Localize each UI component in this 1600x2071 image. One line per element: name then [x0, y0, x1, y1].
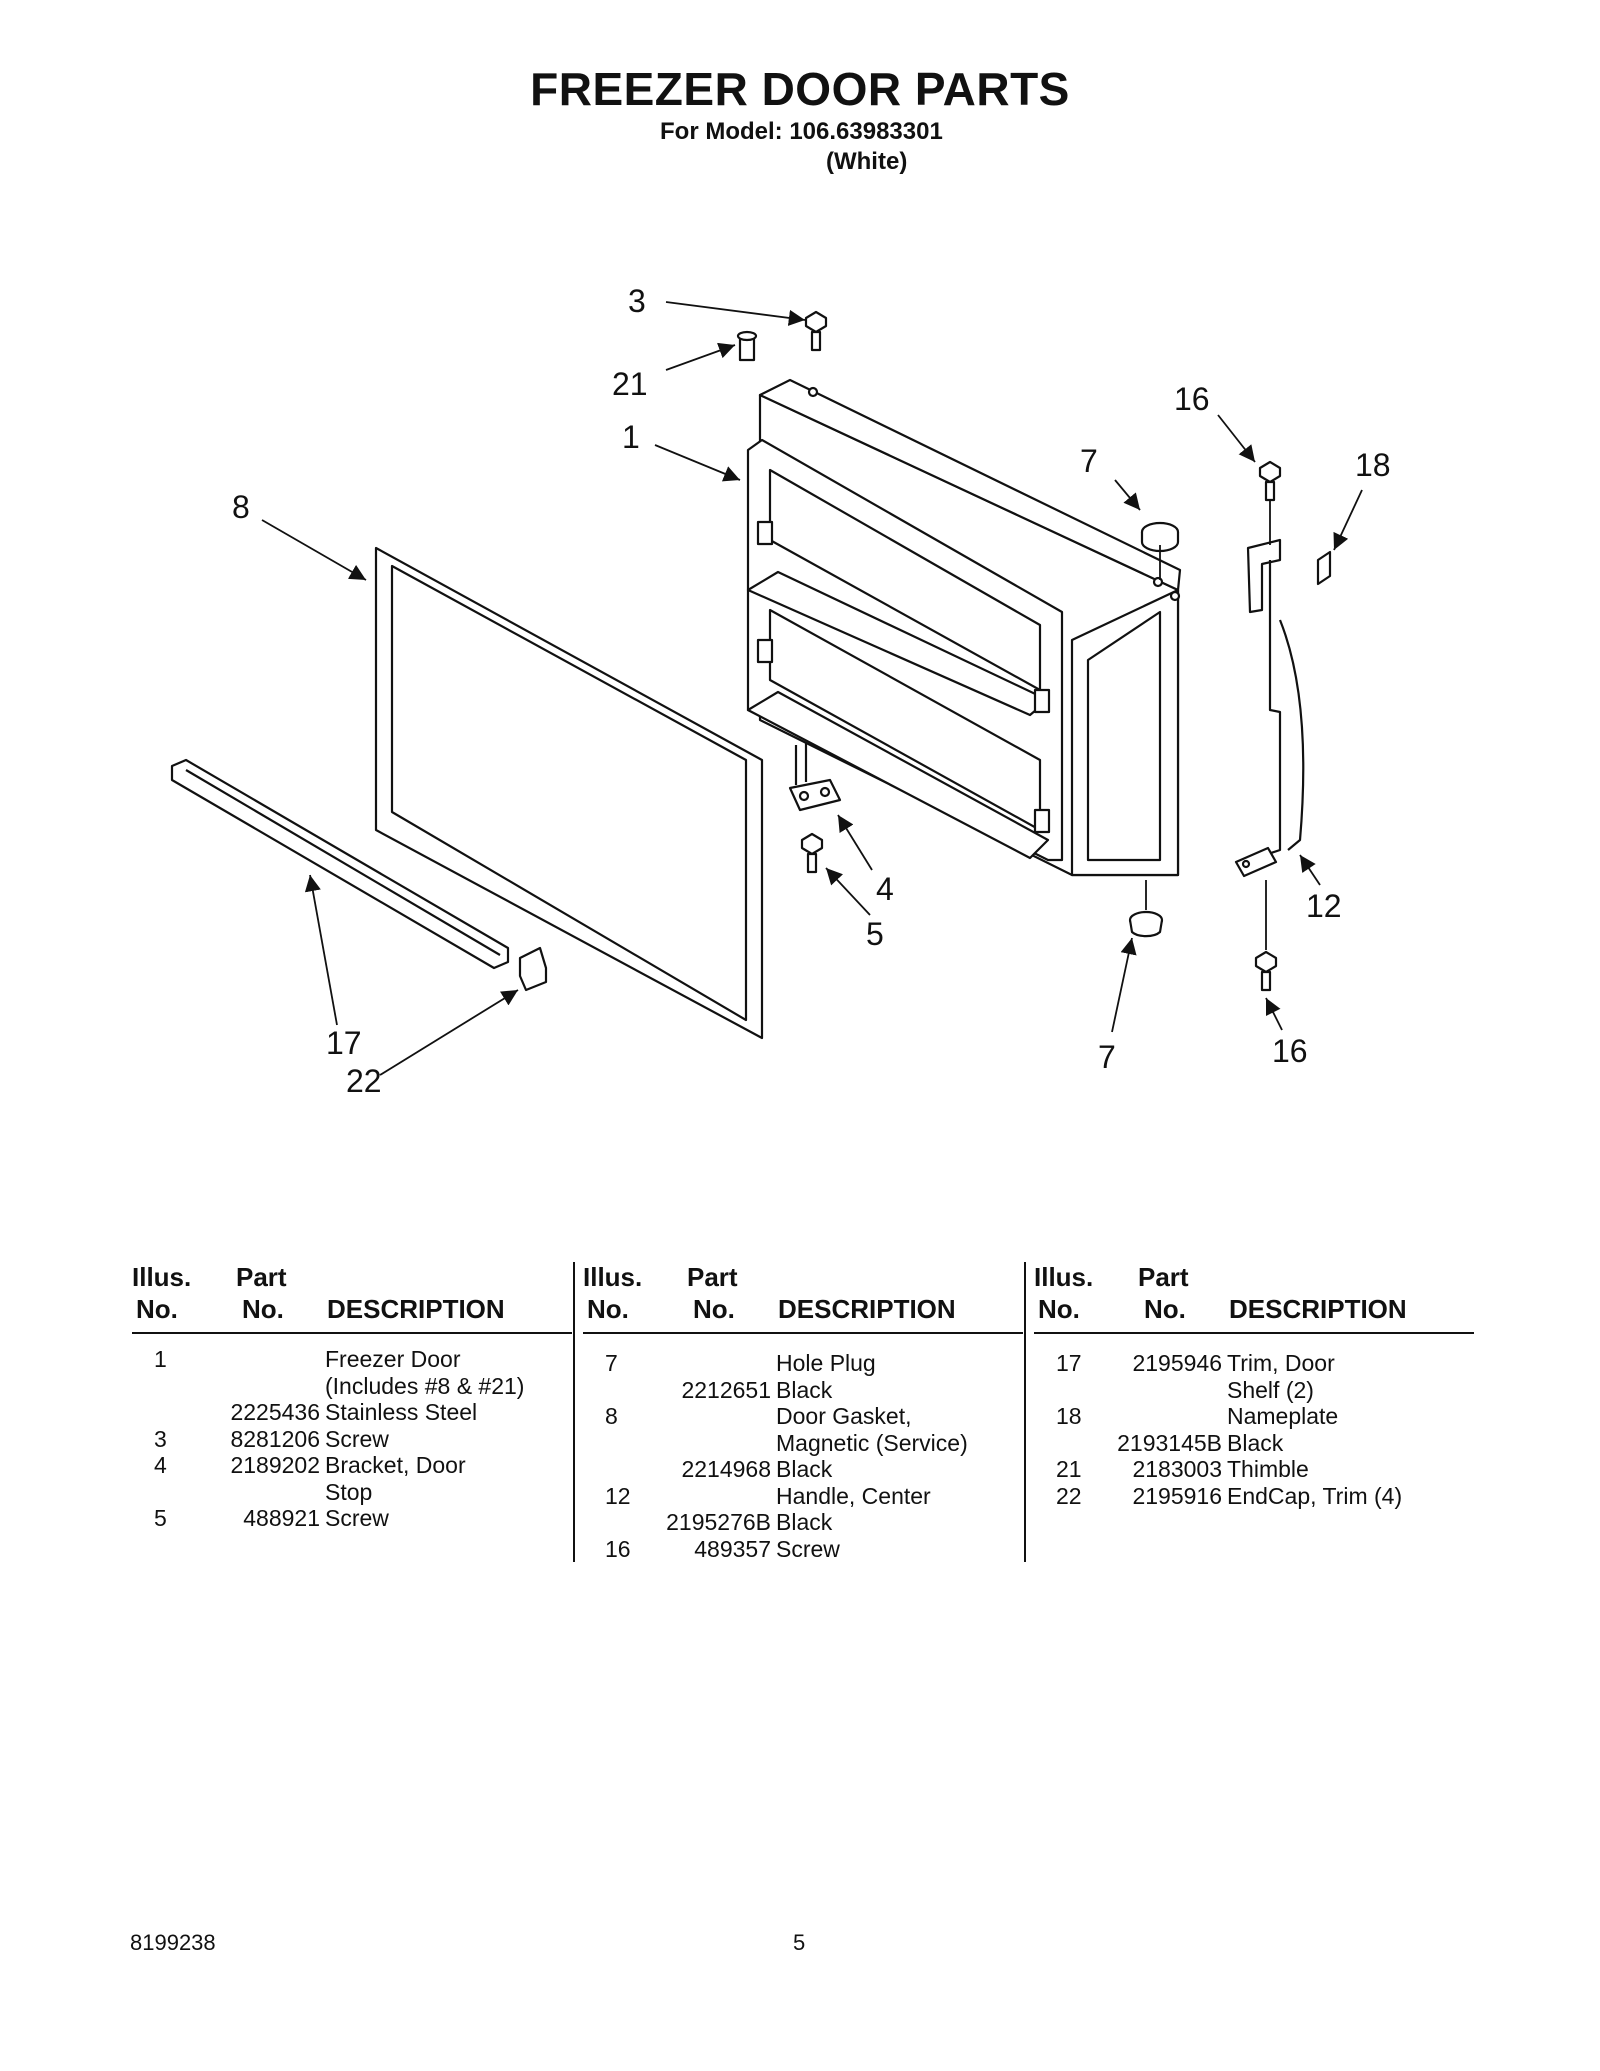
- header-part-no: No.: [242, 1294, 284, 1324]
- freezer-door-part: [746, 378, 1182, 877]
- header-part-no: No.: [1144, 1294, 1186, 1324]
- header-illus: Illus.: [1034, 1262, 1094, 1292]
- callout-22: 22: [346, 1063, 382, 1099]
- column-divider: [573, 1262, 575, 1562]
- column-divider: [1024, 1262, 1026, 1562]
- model-number: For Model: 106.63983301: [660, 118, 943, 145]
- callout-7-top: 7: [1080, 443, 1098, 479]
- center-handle-part: [1234, 538, 1305, 878]
- nameplate-part: [1316, 550, 1332, 586]
- endcap-part: [518, 946, 548, 992]
- header-illus: Illus.: [132, 1262, 192, 1292]
- header-description: DESCRIPTION: [1229, 1294, 1407, 1324]
- table-row: Shelf (2): [1227, 1376, 1314, 1403]
- screw-part-16-top: [1258, 460, 1282, 502]
- page-number: 5: [793, 1930, 806, 1955]
- door-stop-bracket-part: [788, 742, 842, 812]
- callout-1: 1: [622, 419, 640, 455]
- screw-part-16-bottom: [1254, 950, 1278, 992]
- header-illus: Illus.: [583, 1262, 643, 1292]
- header-part: Part: [1138, 1262, 1189, 1292]
- header-illus-no: No.: [1038, 1294, 1080, 1324]
- hole-plug-part-top: [1140, 521, 1180, 553]
- door-gasket-part: [374, 546, 764, 1040]
- table-header: Illus. No. Part No. DESCRIPTION: [583, 1262, 1023, 1334]
- document-number: 8199238: [130, 1930, 216, 1955]
- header-illus-no: No.: [587, 1294, 629, 1324]
- table-row: Stop: [325, 1478, 373, 1505]
- callout-8: 8: [232, 489, 250, 525]
- callout-5: 5: [866, 916, 884, 952]
- table-row: (Includes #8 & #21): [325, 1372, 525, 1399]
- header-description: DESCRIPTION: [778, 1294, 956, 1324]
- header-illus-no: No.: [136, 1294, 178, 1324]
- hole-plug-part-bottom: [1128, 910, 1164, 938]
- callout-18: 18: [1355, 447, 1391, 483]
- callout-12: 12: [1306, 888, 1342, 924]
- callout-4: 4: [876, 871, 894, 907]
- callout-17: 17: [326, 1025, 362, 1061]
- header-part: Part: [687, 1262, 738, 1292]
- header-part-no: No.: [693, 1294, 735, 1324]
- callout-21: 21: [612, 366, 648, 402]
- table-row: Magnetic (Service): [776, 1429, 968, 1456]
- page-title: FREEZER DOOR PARTS: [530, 63, 1070, 115]
- screw-part-5: [800, 832, 824, 874]
- callout-7-bottom: 7: [1098, 1039, 1116, 1075]
- callout-16-bottom: 16: [1272, 1033, 1308, 1069]
- header-part: Part: [236, 1262, 287, 1292]
- callout-3: 3: [628, 283, 646, 319]
- callout-16-top: 16: [1174, 381, 1210, 417]
- header-description: DESCRIPTION: [327, 1294, 505, 1324]
- thimble-part: [736, 330, 758, 362]
- screw-part-3: [804, 310, 828, 352]
- exploded-parts-diagram: 3 21 1 8 16 7 18 4 5 12 17 22 7 16: [170, 283, 1391, 1099]
- door-trim-part: [170, 758, 510, 970]
- table-header: Illus. No. Part No. DESCRIPTION: [132, 1262, 572, 1334]
- table-header: Illus. No. Part No. DESCRIPTION: [1034, 1262, 1474, 1334]
- model-color: (White): [826, 148, 908, 175]
